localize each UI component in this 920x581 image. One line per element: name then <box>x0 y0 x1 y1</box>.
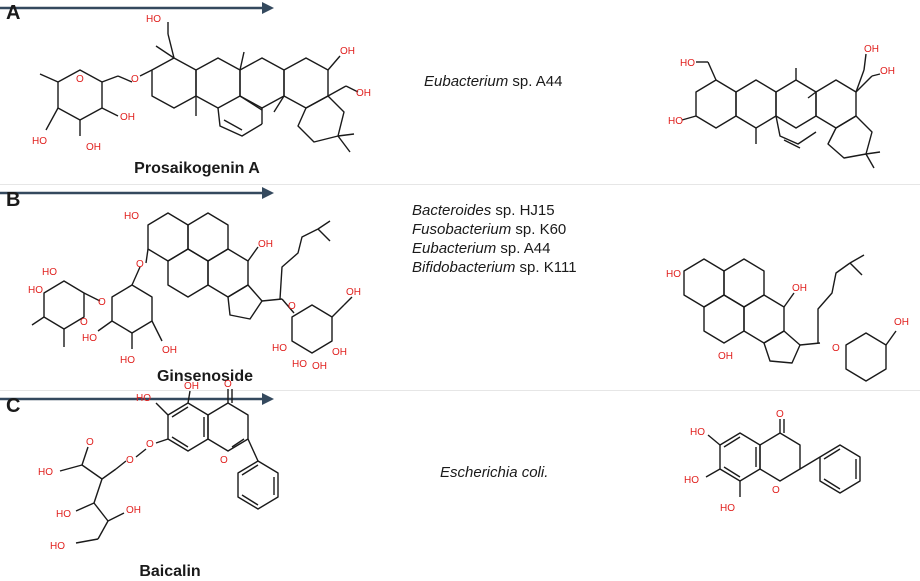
atom-oh: OH <box>120 112 135 123</box>
organism-item: Escherichia coli. <box>440 464 549 481</box>
panel-letter: A <box>6 2 21 24</box>
atom-o: O <box>832 343 840 354</box>
atom-o: O <box>126 455 134 466</box>
atom-ho: HO <box>668 116 683 127</box>
atom-oh: OH <box>880 66 895 77</box>
organism-item: Eubacterium sp. A44 <box>424 73 563 90</box>
substrate-name: Prosaikogenin A <box>134 160 260 177</box>
atom-ho: HO <box>42 267 57 278</box>
atom-ho: HO <box>666 269 681 280</box>
atom-oh: OH <box>184 381 199 392</box>
atom-o: O <box>776 409 784 420</box>
atom-ho: HO <box>120 355 135 366</box>
organism-item: Bacteroides sp. HJ15 <box>412 202 555 219</box>
panel-b: B HO HO O O HO HO OH O HO OH O <box>0 185 920 390</box>
atom-oh: OH <box>894 317 909 328</box>
panel-letter: C <box>6 395 21 417</box>
atom-oh: OH <box>356 88 371 99</box>
atom-oh: OH <box>864 44 879 55</box>
atom-oh: OH <box>86 142 101 153</box>
prosaikogenin-a-structure: O OH OH HO O HO OH OH <box>32 14 371 153</box>
atom-ho: HO <box>272 343 287 354</box>
product-c-structure: HO HO HO O O <box>684 409 861 514</box>
organism-item: Eubacterium sp. A44 <box>412 240 551 257</box>
panel-divider <box>0 390 920 391</box>
atom-o: O <box>98 297 106 308</box>
reaction-arrow <box>0 393 274 405</box>
atom-oh: OH <box>162 345 177 356</box>
atom-ho: HO <box>690 427 705 438</box>
atom-o: O <box>80 317 88 328</box>
panel-divider <box>0 184 920 185</box>
atom-ho: HO <box>720 503 735 514</box>
atom-o: O <box>288 301 296 312</box>
panel-a: A O OH OH HO O HO OH <box>0 0 920 185</box>
atom-o: O <box>220 455 228 466</box>
ginsenoside-structure: HO HO O O HO HO OH O HO OH O <box>28 211 361 372</box>
atom-ho: HO <box>124 211 139 222</box>
atom-o: O <box>772 485 780 496</box>
atom-ho: HO <box>136 393 151 404</box>
organism-list: Eubacterium sp. A44 <box>424 72 644 91</box>
organism-list: Bacteroides sp. HJ15 Fusobacterium sp. K… <box>412 201 652 277</box>
atom-o: O <box>146 439 154 450</box>
panel-letter: B <box>6 189 21 211</box>
atom-o: O <box>131 74 139 85</box>
atom-ho: HO <box>38 467 53 478</box>
atom-oh: OH <box>332 347 347 358</box>
organism-item: Fusobacterium sp. K60 <box>412 221 567 238</box>
product-a-structure: HO HO OH OH <box>668 44 895 169</box>
atom-ho: HO <box>82 333 97 344</box>
atom-oh: OH <box>340 46 355 57</box>
baicalin-structure: HO O HO OH HO O O HO OH O O <box>38 379 279 552</box>
organism-item: Bifidobacterium sp. K111 <box>412 259 577 276</box>
atom-oh: OH <box>346 287 361 298</box>
substrate-name: Ginsenoside <box>156 368 254 385</box>
atom-oh: OH <box>258 239 273 250</box>
atom-ho: HO <box>32 136 47 147</box>
atom-o: O <box>224 379 232 390</box>
atom-ho: HO <box>684 475 699 486</box>
organism-list: Escherichia coli. <box>440 463 640 482</box>
atom-o: O <box>86 437 94 448</box>
atom-ho: HO <box>56 509 71 520</box>
atom-oh: OH <box>792 283 807 294</box>
atom-ho: HO <box>292 359 307 370</box>
atom-ho: HO <box>28 285 43 296</box>
atom-oh: OH <box>718 351 733 362</box>
product-b-structure: HO OH OH O OH <box>666 254 909 382</box>
reaction-arrow <box>0 187 274 199</box>
atom-ho: HO <box>146 14 161 25</box>
atom-ho: HO <box>680 58 695 69</box>
reaction-arrow <box>0 2 274 14</box>
atom-o: O <box>76 74 84 85</box>
atom-ho: HO <box>50 541 65 552</box>
atom-o: O <box>136 259 144 270</box>
substrate-name: Baicalin <box>139 563 201 580</box>
atom-oh: OH <box>312 361 327 372</box>
atom-oh: OH <box>126 505 141 516</box>
panel-c: C HO O HO OH HO O O HO OH O <box>0 379 920 580</box>
